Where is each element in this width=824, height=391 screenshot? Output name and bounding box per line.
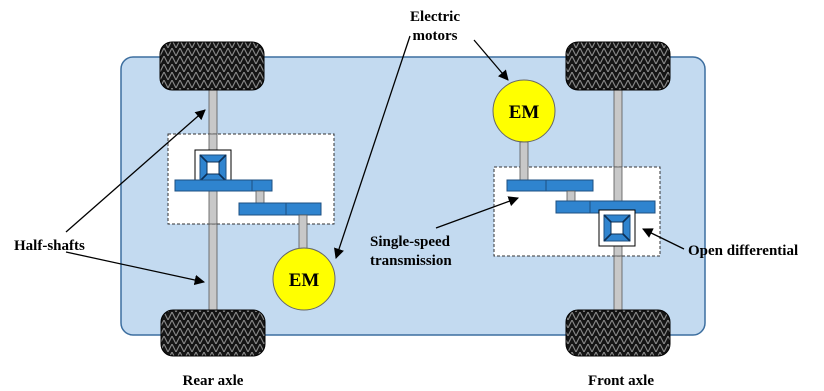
vehicle-chassis — [120, 56, 706, 336]
label-front-axle: Front axle — [588, 373, 654, 389]
label-single-speed-line2: transmission — [370, 253, 452, 269]
arrow-half-shaft-lower — [65, 251, 206, 286]
rear-gear-1b — [251, 179, 273, 192]
front-top-wheel — [565, 41, 671, 91]
rear-gear-2b — [285, 202, 322, 216]
rear-gear-link — [255, 190, 265, 204]
front-motor-shaft — [519, 141, 529, 181]
arrow-single-speed — [435, 196, 519, 229]
front-differential-icon — [598, 209, 636, 247]
front-gear-1b — [545, 179, 594, 192]
rear-bottom-wheel — [160, 309, 266, 357]
front-bottom-wheel — [565, 309, 671, 357]
arrow-motors-front — [473, 39, 509, 81]
label-electric-motors-line1: Electric — [410, 9, 460, 25]
arrow-open-differential — [642, 228, 685, 250]
front-gear-2b — [555, 200, 591, 214]
rear-motor-label: EM — [289, 270, 320, 291]
label-single-speed-line1: Single-speed — [370, 234, 451, 250]
arrow-motors-rear — [334, 35, 411, 259]
front-electric-motor: EM — [492, 79, 556, 143]
front-motor-label: EM — [509, 102, 540, 123]
front-gear-link — [566, 190, 576, 202]
label-electric-motors-line2: motors — [413, 28, 458, 44]
rear-electric-motor: EM — [272, 247, 336, 311]
rear-top-wheel — [159, 41, 265, 91]
label-rear-axle: Rear axle — [183, 373, 244, 389]
label-open-differential: Open differential — [688, 243, 798, 259]
arrow-half-shaft-upper — [65, 109, 206, 233]
label-half-shafts: Half-shafts — [14, 238, 85, 254]
